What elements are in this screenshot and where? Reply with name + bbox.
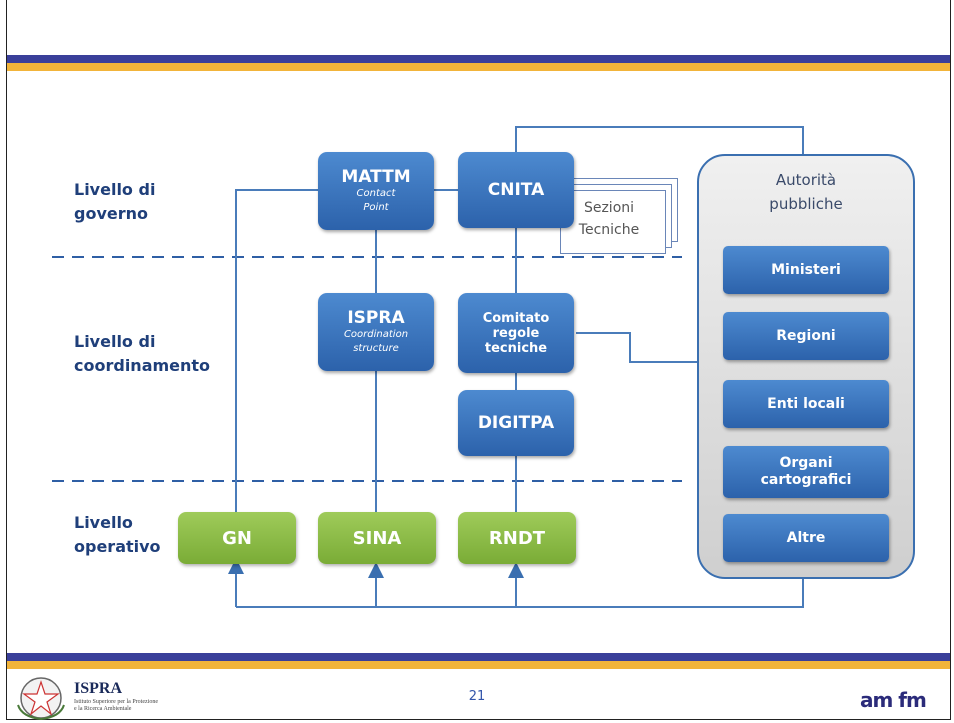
digitpa-box: DIGITPA: [458, 390, 574, 456]
autorita-title: Autorità pubbliche: [769, 171, 843, 213]
level-label-coordinamento: Livello di coordinamento: [74, 332, 211, 375]
mattm-box: MATTM Contact Point: [318, 152, 434, 230]
top-band: [7, 55, 950, 71]
sezioni-sheet-front: [560, 190, 666, 254]
ispra-box: ISPRA Coordination structure: [318, 293, 434, 371]
authority-ministeri: Ministeri: [723, 246, 889, 294]
ispra-emblem-icon: [17, 677, 65, 721]
mattm-subtitle: Contact Point: [356, 188, 396, 213]
level-label-governo: Livello di governo: [74, 180, 156, 223]
comitato-title: Comitato regole tecniche: [482, 310, 550, 356]
mattm-title: MATTM: [341, 167, 411, 187]
ispra-title: ISPRA: [347, 308, 405, 328]
autorita-panel: [697, 154, 915, 579]
comitato-box: Comitato regole tecniche: [458, 293, 574, 373]
cnita-title: CNITA: [487, 180, 545, 200]
authority-altre: Altre: [723, 514, 889, 562]
ispra-logo-subtitle: Istituto Superiore per la Protezione e l…: [74, 699, 158, 712]
gn-box: GN: [178, 512, 296, 564]
rndt-box: RNDT: [458, 512, 576, 564]
level-label-operativo: Livello operativo: [74, 513, 161, 556]
authority-organi-cartografici: Organi cartografici: [723, 446, 889, 498]
authority-enti-locali: Enti locali: [723, 380, 889, 428]
ispra-subtitle: Coordination structure: [343, 329, 409, 354]
amfm-logo: am fm: [860, 688, 927, 712]
sina-box: SINA: [318, 512, 436, 564]
authority-regioni: Regioni: [723, 312, 889, 360]
digitpa-title: DIGITPA: [477, 413, 555, 433]
ispra-logo-name: ISPRA: [74, 680, 123, 697]
sezioni-tecniche-label: Sezioni Tecniche: [578, 200, 640, 238]
bottom-band: [7, 653, 950, 669]
cnita-box: CNITA: [458, 152, 574, 228]
slide-frame: [6, 0, 951, 720]
page-number: 21: [468, 689, 486, 704]
